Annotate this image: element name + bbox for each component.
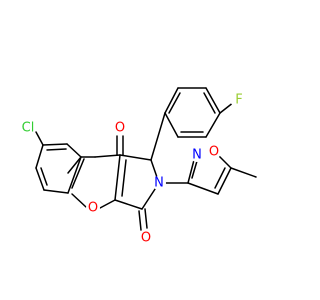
chemical-structure-diagram: F O O N Cl O N O — [18, 87, 257, 246]
bond — [46, 148, 67, 151]
bond — [40, 167, 48, 186]
bond — [164, 87, 179, 114]
bond — [150, 112, 166, 161]
atom-label-background — [190, 148, 204, 162]
isoxazole-oxygen-label: O — [209, 145, 219, 160]
bond — [42, 143, 68, 146]
bond — [144, 208, 148, 229]
atom-labels: F O O N Cl O N O — [18, 93, 243, 246]
bond — [67, 156, 82, 194]
atom-label-background — [18, 119, 36, 137]
ring-oxygen-label: O — [88, 201, 98, 216]
bond — [138, 210, 142, 231]
bond — [35, 167, 45, 191]
bond — [114, 154, 121, 201]
bonds — [35, 87, 257, 231]
bond — [214, 167, 226, 189]
bond — [35, 131, 44, 146]
atom-label-background — [139, 231, 153, 245]
chlorine-atom-label: Cl — [22, 121, 35, 136]
bond — [187, 159, 195, 184]
atom-label-background — [113, 121, 127, 135]
bond — [99, 199, 116, 209]
bond — [164, 112, 179, 138]
isoxazole-nitrogen-label: N — [192, 148, 202, 163]
bond — [71, 158, 85, 189]
ketone-oxygen-label: O — [115, 121, 125, 136]
bond — [187, 182, 219, 195]
bond — [205, 87, 221, 114]
bond — [205, 112, 221, 138]
bond — [94, 154, 121, 158]
bond — [218, 155, 232, 169]
bond — [43, 189, 69, 194]
atom-label-background — [207, 145, 221, 159]
bond — [71, 193, 87, 208]
atom-label-background — [152, 176, 166, 190]
bond — [66, 143, 82, 158]
lactam-oxygen-label: O — [141, 231, 151, 246]
bond — [114, 199, 143, 210]
bond — [121, 159, 127, 197]
fluorine-atom-label: F — [235, 93, 242, 108]
bond — [67, 156, 82, 174]
bond — [217, 167, 232, 195]
bond — [119, 154, 152, 161]
atom-label-background — [230, 94, 242, 106]
atom-label-background — [86, 201, 100, 215]
bond — [168, 92, 181, 114]
bond — [230, 167, 257, 178]
lactam-nitrogen-label: N — [154, 176, 164, 191]
bond — [35, 144, 44, 169]
bond — [191, 160, 198, 179]
bond — [203, 92, 216, 114]
